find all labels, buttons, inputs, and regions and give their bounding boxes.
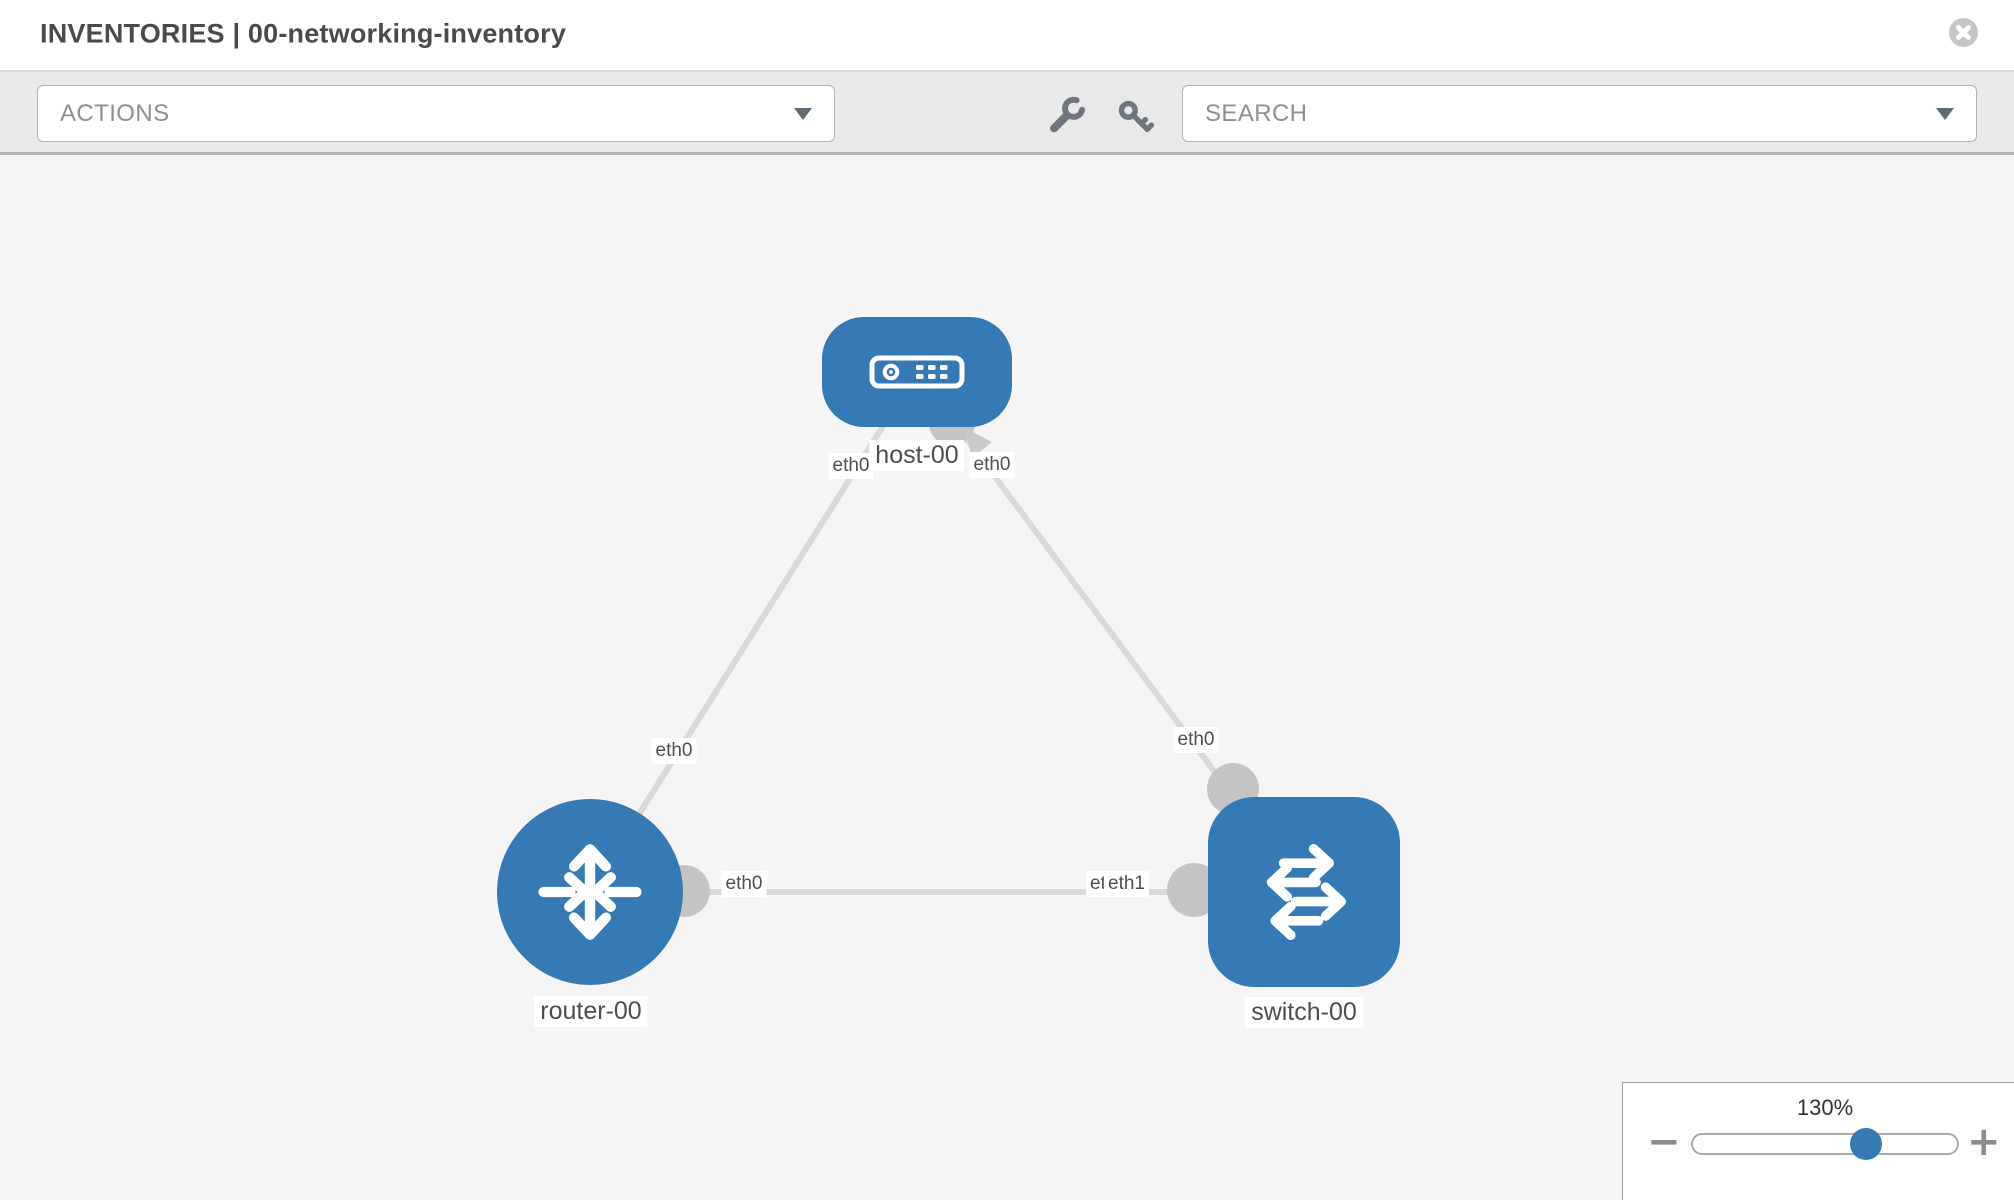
topology-canvas[interactable]: eth0 eth0 eth0 eth0 eth0 eth0 eth1 host-… [0,155,2014,1200]
credentials-button[interactable] [1112,94,1158,140]
search-dropdown[interactable]: SEARCH [1182,85,1977,142]
links-layer [587,370,1307,917]
router-icon [538,844,642,940]
chevron-down-icon [794,107,812,120]
wrench-icon [1050,96,1086,133]
iface-label-host-switch-host-end: eth0 [969,452,1015,478]
node-switch-00[interactable] [1208,797,1400,987]
close-button[interactable] [1949,18,1978,47]
node-label-switch-00: switch-00 [1245,997,1363,1028]
chevron-down-icon [1936,107,1954,120]
node-host-00[interactable] [822,317,1012,427]
toolbar: ACTIONS SEARCH [0,72,2014,155]
node-label-router-00: router-00 [534,996,648,1027]
iface-label-router-switch-switch-end-front: eth1 [1104,871,1149,897]
search-dropdown-label: SEARCH [1205,99,1308,127]
zoom-level: 130% [1796,1095,1854,1120]
port-circle-switch-left [1167,863,1221,917]
tools-button[interactable] [1044,92,1090,138]
host-icon [869,355,965,389]
link-arrowhead [965,428,992,458]
actions-dropdown-label: ACTIONS [60,99,170,127]
iface-label-host-switch-switch-end: eth0 [1173,727,1219,753]
actions-dropdown[interactable]: ACTIONS [37,85,835,142]
zoom-out-button[interactable]: − [1647,1119,1681,1165]
iface-label-router-switch-router-end: eth0 [721,871,767,897]
page-header: INVENTORIES | 00-networking-inventory [0,0,2014,72]
close-icon [1956,25,1971,40]
zoom-panel: 130% − + [1622,1082,2014,1200]
zoom-slider-track[interactable] [1691,1128,1959,1160]
node-label-host-00: host-00 [869,440,965,471]
zoom-in-button[interactable]: + [1967,1119,2001,1165]
switch-icon [1266,844,1346,940]
iface-label-host-router-host-end: eth0 [828,453,874,479]
iface-label-host-router-router-end: eth0 [651,738,697,764]
key-icon [1118,100,1155,132]
zoom-slider-thumb[interactable] [1850,1128,1882,1160]
node-router-00[interactable] [497,799,683,985]
page-title: INVENTORIES | 00-networking-inventory [40,18,567,49]
